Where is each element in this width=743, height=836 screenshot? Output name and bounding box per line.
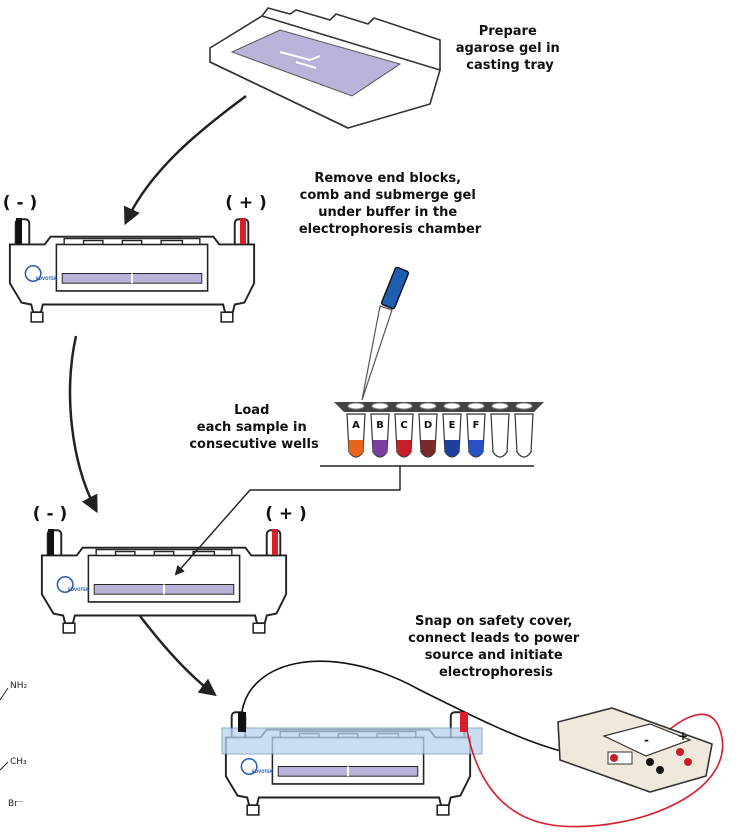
sample-liquid <box>468 440 484 457</box>
electrophoresis-chamber-2 <box>40 529 288 634</box>
tube-label: A <box>352 420 360 431</box>
casting-tray <box>209 7 441 129</box>
power-supply <box>557 707 713 793</box>
tube-label: B <box>376 420 384 431</box>
sample-liquid <box>444 440 460 457</box>
sample-tube: A <box>346 402 366 458</box>
sample-liquid <box>420 440 436 457</box>
sample-tube <box>514 402 534 458</box>
electrophoresis-chamber-1 <box>8 218 256 323</box>
positive-label-1: ( + ) <box>225 193 267 213</box>
negative-label-1: ( - ) <box>3 193 37 213</box>
sample-tube: C <box>394 402 414 458</box>
sample-liquid <box>372 440 388 457</box>
tube-label: F <box>473 420 480 431</box>
arrow-step1-to-step2 <box>123 94 247 226</box>
tube-label: E <box>449 420 456 431</box>
snap-caption: Snap on safety cover, connect leads to p… <box>408 614 584 680</box>
brand-logo-3: EDVOTEK <box>252 769 274 774</box>
positive-lead-wire <box>463 711 724 828</box>
micropipette <box>361 266 410 401</box>
prepare-caption: Prepare agarose gel in casting tray <box>456 24 565 73</box>
sample-tube: E <box>442 402 462 458</box>
safety-cover <box>221 727 483 755</box>
sample-liquid <box>348 440 364 457</box>
negative-label-2: ( - ) <box>33 504 67 524</box>
bromide-label: Br⁻ <box>8 799 23 809</box>
brand-logo-2: EDVOTEK <box>68 587 90 592</box>
amine-label: NH₂ <box>10 681 28 691</box>
sample-liquid <box>396 440 412 457</box>
remove-caption: Remove end blocks, comb and submerge gel… <box>299 171 482 237</box>
arrow-step2-to-step3 <box>68 335 98 514</box>
chemical-structure-fragment <box>0 687 9 771</box>
methyl-label: CH₃ <box>10 757 27 767</box>
tube-label: C <box>400 420 407 431</box>
sample-tube <box>490 402 510 458</box>
brand-logo-1: EDVOTEK <box>36 276 58 281</box>
sample-tube-strip: A B C D E F <box>320 402 544 467</box>
load-leader-line <box>174 466 401 576</box>
load-caption: Load each sample in consecutive wells <box>189 403 319 452</box>
arrow-step3-to-step4 <box>139 615 217 697</box>
positive-label-2: ( + ) <box>265 504 307 524</box>
sample-tube: B <box>370 402 390 458</box>
power-supply-minus: - <box>644 733 649 747</box>
power-supply-plus: + <box>678 729 688 743</box>
sample-tube: F <box>466 402 486 458</box>
sample-tube: D <box>418 402 438 458</box>
tube-label: D <box>424 420 432 431</box>
